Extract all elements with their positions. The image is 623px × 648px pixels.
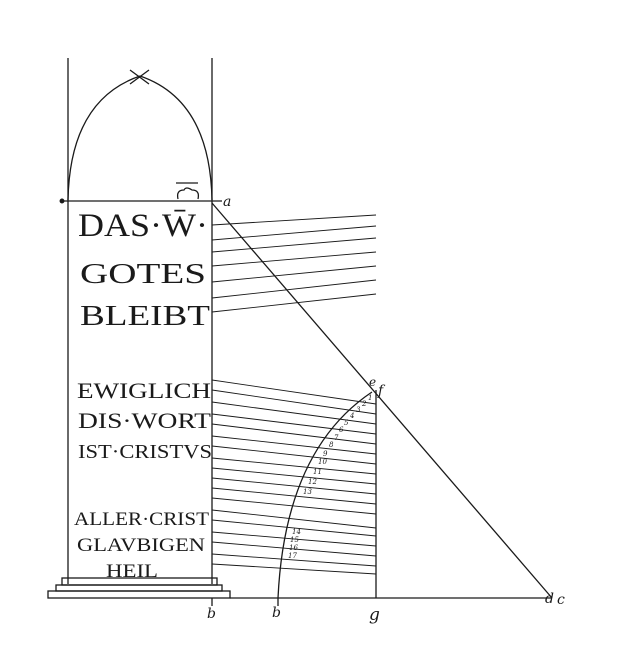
projection-ray xyxy=(211,279,377,299)
projection-ray xyxy=(211,237,377,253)
label-g: g xyxy=(369,605,380,625)
point-labels: a e f d c b b g xyxy=(207,194,565,625)
projection-ray xyxy=(211,509,377,529)
projection-ray xyxy=(211,519,377,537)
inscription-line-8: GLAVBIGEN xyxy=(77,535,205,556)
label-a: a xyxy=(223,194,231,210)
division-number: 3 xyxy=(356,406,361,414)
projection-ray xyxy=(211,487,377,505)
crown-ornament xyxy=(176,187,200,200)
projection-ray xyxy=(211,477,377,495)
division-number: 2 xyxy=(361,400,367,408)
projection-ray xyxy=(211,379,377,405)
projection-ray xyxy=(211,445,377,465)
diagonal-a-c xyxy=(211,202,553,599)
base-step-middle xyxy=(55,584,223,592)
inscription-line-7: ALLER·CRIST xyxy=(74,509,209,530)
gothic-arch-right xyxy=(139,75,213,201)
division-number: 10 xyxy=(318,458,327,466)
division-number: 7 xyxy=(334,434,339,442)
projection-ray xyxy=(211,435,377,455)
division-number: 16 xyxy=(289,544,298,552)
projection-ray xyxy=(211,553,377,567)
division-number: 17 xyxy=(288,552,297,560)
division-number: 9 xyxy=(323,450,328,458)
projection-ray xyxy=(211,541,377,557)
arc-b2-f xyxy=(277,391,373,599)
projection-ray xyxy=(211,251,377,267)
label-f: f xyxy=(377,383,386,399)
projection-ray xyxy=(211,423,377,445)
column-structure xyxy=(47,58,553,606)
division-number: 6 xyxy=(339,426,344,434)
inscription-line-5: DIS·WORT xyxy=(78,408,212,433)
division-number: 15 xyxy=(290,536,299,544)
division-number: 14 xyxy=(292,528,301,536)
projection-ray xyxy=(211,265,377,283)
base-step-bottom xyxy=(47,590,231,599)
division-number: 5 xyxy=(344,419,349,427)
projection-ray xyxy=(211,389,377,415)
projection-ray xyxy=(211,497,377,515)
projection-rays xyxy=(211,214,377,575)
projection-ray xyxy=(211,293,377,313)
springing-dot xyxy=(59,198,65,204)
label-e: e xyxy=(369,375,376,389)
projection-ray xyxy=(211,467,377,485)
projection-ray xyxy=(211,457,377,475)
label-c: c xyxy=(557,592,565,608)
division-number: 12 xyxy=(308,478,317,486)
projection-ray xyxy=(211,225,377,241)
inscription: DAS·W̄· GOTES BLEIBT EWIGLICH DIS·WORT I… xyxy=(74,208,212,582)
division-number: 8 xyxy=(329,441,334,449)
inscription-line-6: IST·CRISTVS xyxy=(78,441,212,463)
inscription-line-3: BLEIBT xyxy=(80,301,210,332)
label-d: d xyxy=(545,591,554,607)
inscription-line-1: DAS·W̄· xyxy=(78,208,208,244)
label-b2: b xyxy=(272,605,281,621)
division-number: 13 xyxy=(303,488,312,496)
gothic-arch-left xyxy=(67,75,141,201)
projection-ray xyxy=(211,531,377,547)
division-number: 4 xyxy=(349,412,354,420)
projection-ray xyxy=(211,214,377,226)
projection-ray xyxy=(211,401,377,425)
inscription-line-9: HEIL xyxy=(106,561,158,582)
label-b: b xyxy=(207,606,216,622)
projection-ray xyxy=(211,413,377,435)
division-number: 11 xyxy=(313,468,322,476)
inscription-line-4: EWIGLICH xyxy=(77,378,211,403)
arch-cross-2 xyxy=(129,69,150,85)
projection-ray xyxy=(211,563,377,575)
division-number: 1 xyxy=(368,394,372,402)
inscription-line-2: GOTES xyxy=(80,259,206,290)
